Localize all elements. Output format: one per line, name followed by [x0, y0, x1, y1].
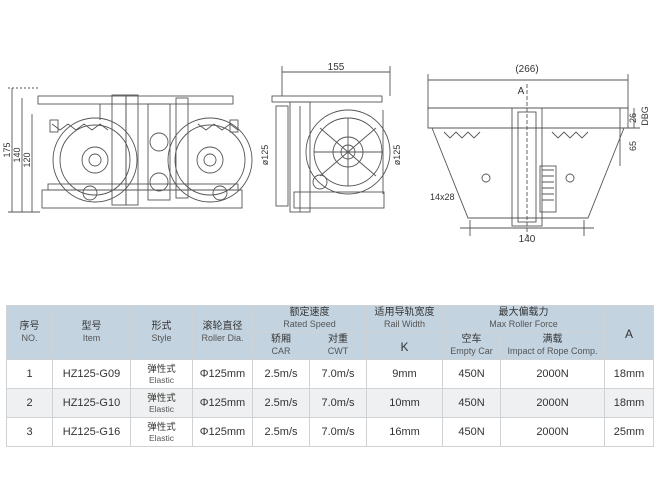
top-dim-dbg: DBG — [640, 106, 650, 126]
cell-no: 2 — [6, 388, 53, 418]
cell-cwt: 7.0m/s — [308, 417, 368, 447]
header-a: A — [604, 305, 655, 360]
cell-roller: Φ125mm — [192, 388, 253, 418]
front-view — [8, 87, 253, 213]
cell-car: 2.5m/s — [252, 359, 310, 389]
cell-car: 2.5m/s — [252, 417, 310, 447]
side-view — [271, 66, 391, 213]
cell-car: 2.5m/s — [252, 388, 310, 418]
cell-k: 16mm — [366, 417, 444, 447]
cell-roller: Φ125mm — [192, 359, 253, 389]
cell-cwt: 7.0m/s — [308, 388, 368, 418]
cell-cwt: 7.0m/s — [308, 359, 368, 389]
technical-drawing: 175 140 120 155 ø125 ø125 (266) A DBG 26… — [2, 62, 650, 245]
cell-model: HZ125-G16 — [52, 417, 131, 447]
cell-empty: 450N — [442, 417, 502, 447]
cell-k: 9mm — [366, 359, 444, 389]
cell-no: 1 — [6, 359, 53, 389]
cell-empty: 450N — [442, 359, 502, 389]
top-dim-14x28: 14x28 — [430, 192, 455, 202]
cell-full: 2000N — [500, 417, 606, 447]
cell-roller: Φ125mm — [192, 417, 253, 447]
side-dia-right: ø125 — [392, 145, 402, 166]
top-dim-26: 26 — [628, 113, 638, 123]
header-k: K — [366, 331, 444, 360]
cell-model: HZ125-G09 — [52, 359, 131, 389]
cell-no: 3 — [6, 417, 53, 447]
top-label-a: A — [518, 86, 525, 97]
top-dim-65: 65 — [628, 141, 638, 151]
front-dim-175: 175 — [2, 142, 12, 157]
cell-a: 18mm — [604, 388, 655, 418]
top-view — [427, 74, 640, 236]
top-dim-266: (266) — [515, 64, 538, 75]
cell-model: HZ125-G10 — [52, 388, 131, 418]
top-dim-140: 140 — [519, 234, 536, 245]
cell-full: 2000N — [500, 359, 606, 389]
side-dia-left: ø125 — [260, 145, 270, 166]
cell-a: 18mm — [604, 359, 655, 389]
cell-k: 10mm — [366, 388, 444, 418]
cell-a: 25mm — [604, 417, 655, 447]
front-dim-140: 140 — [12, 147, 22, 162]
side-dim-155: 155 — [328, 62, 345, 73]
cell-empty: 450N — [442, 388, 502, 418]
cell-full: 2000N — [500, 388, 606, 418]
front-dim-120: 120 — [22, 152, 32, 167]
